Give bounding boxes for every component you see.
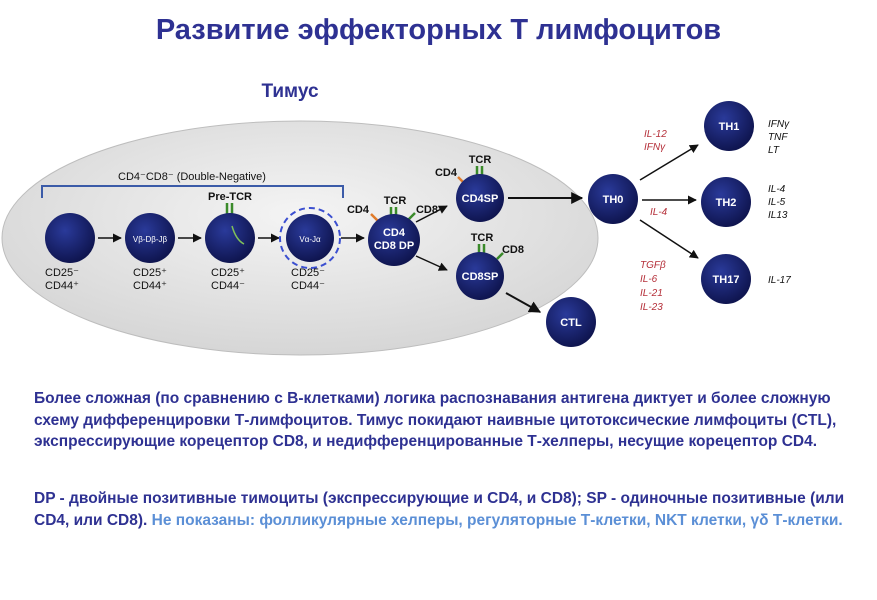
- cell-cd4sp: [456, 174, 504, 222]
- cytokine-il4-in: IL-4: [650, 207, 668, 218]
- th0-label: TH0: [603, 194, 624, 206]
- cd8sp-cd8-stalk: [496, 252, 504, 260]
- legend-note-text: Не показаны: фолликулярные хелперы, регу…: [147, 511, 843, 529]
- cytokine-il23: IL-23: [640, 302, 663, 313]
- legend-paragraph: DP - двойные позитивные тимоциты (экспре…: [34, 488, 854, 531]
- dn-label: CD4⁻CD8⁻ (Double-Negative): [118, 171, 266, 183]
- cell-cd8sp: [456, 252, 504, 300]
- arrow-th0-th1: [639, 144, 699, 181]
- th1-label: TH1: [719, 121, 740, 133]
- th17-product-il17: IL-17: [768, 275, 791, 286]
- cd8sp-receptor-cd8: CD8: [502, 244, 524, 256]
- dn4-gene-label: Vα-Jα: [299, 235, 321, 244]
- dp-label-line1: CD4: [383, 227, 406, 239]
- cell-th2: [701, 177, 751, 227]
- arrow-th0-th17: [639, 219, 699, 259]
- cytokine-il6: IL-6: [640, 274, 658, 285]
- dn3-marker-cd44: CD44⁻: [211, 280, 245, 292]
- cd4sp-label: CD4SP: [462, 193, 499, 205]
- dn1-marker-cd44: CD44⁺: [45, 280, 79, 292]
- cd4sp-receptor-tcr: TCR: [469, 154, 492, 166]
- th1-product-tnf: TNF: [768, 132, 788, 143]
- th1-product-ifng: IFNγ: [768, 119, 790, 130]
- cell-ctl: [546, 297, 596, 347]
- dp-label-line2: CD8 DP: [374, 240, 414, 252]
- arrow-dp-cd4sp: [415, 205, 448, 223]
- cell-th17: [701, 254, 751, 304]
- dn4-marker-cd25: CD25⁻: [291, 267, 325, 279]
- arrow-dp-cd8sp: [415, 255, 448, 271]
- dp-cd8-stalk: [407, 212, 416, 221]
- cytokine-il12: IL-12: [644, 129, 667, 140]
- cell-dn2: [125, 213, 175, 263]
- dn2-marker-cd44: CD44⁺: [133, 280, 167, 292]
- thymus-label: Тимус: [261, 81, 318, 102]
- dn3-marker-cd25: CD25⁺: [211, 267, 245, 279]
- page-title: Развитие эффекторных Т лимфоцитов: [155, 14, 722, 46]
- dn1-marker-cd25: CD25⁻: [45, 267, 79, 279]
- dn3-arrow-mark: [231, 225, 245, 245]
- th2-product-il5: IL-5: [768, 197, 786, 208]
- th17-label: TH17: [713, 274, 740, 286]
- dp-receptor-cd4: CD4: [347, 204, 370, 216]
- th2-label: TH2: [716, 197, 737, 209]
- t-cell-diagram: Тимус CD4⁻CD8⁻ (Double-Negative) CD25⁻ C…: [1, 81, 791, 356]
- legend-main-text: DP - двойные позитивные тимоциты (экспре…: [34, 490, 845, 529]
- description-paragraph: Более сложная (по сравнению с В-клетками…: [34, 390, 837, 450]
- dn2-marker-cd25: CD25⁺: [133, 267, 167, 279]
- ctl-label: CTL: [560, 317, 582, 329]
- cell-th0: [588, 174, 638, 224]
- th2-product-il4: IL-4: [768, 184, 786, 195]
- dp-receptor-tcr: TCR: [384, 195, 407, 207]
- arrow-cd8sp-ctl: [505, 292, 542, 313]
- cd4sp-receptor-cd4: CD4: [435, 167, 458, 179]
- cytokine-il21: IL-21: [640, 288, 663, 299]
- dp-receptor-cd8: CD8: [416, 204, 438, 216]
- dn-bracket: [41, 185, 344, 198]
- pre-tcr-label: Pre-TCR: [208, 191, 252, 203]
- th1-product-lt: LT: [768, 145, 780, 156]
- cytokine-ifng-in: IFNγ: [644, 142, 666, 153]
- cytokine-tgfb: TGFβ: [640, 260, 666, 271]
- cell-dn1: [45, 213, 95, 263]
- cell-th1: [704, 101, 754, 151]
- cell-dp: [368, 214, 420, 266]
- cd8sp-label: CD8SP: [462, 271, 499, 283]
- cell-dn4: [286, 214, 334, 262]
- cell-dn3: [205, 213, 255, 263]
- cd8sp-receptor-tcr: TCR: [471, 232, 494, 244]
- dn2-gene-label: Vβ-Dβ-Jβ: [133, 235, 168, 244]
- dn4-marker-cd44: CD44⁻: [291, 280, 325, 292]
- cell-dn4-ring: [279, 207, 341, 269]
- th2-product-il13: IL13: [768, 210, 788, 221]
